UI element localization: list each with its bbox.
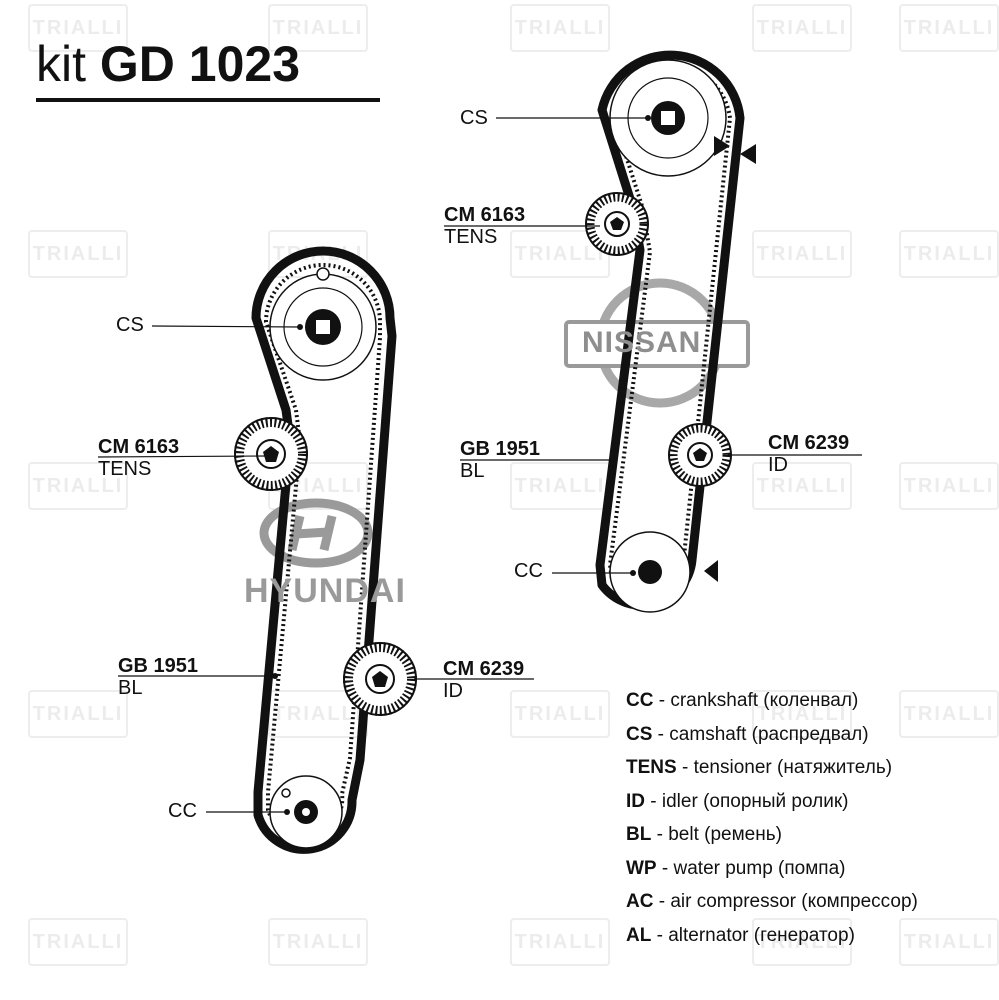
- trialli-watermark: TRIALLI: [28, 462, 128, 510]
- right-idler-pulley: [668, 423, 732, 487]
- right-idler-kind: ID: [768, 454, 788, 476]
- right-crankshaft-pulley: [609, 531, 691, 613]
- trialli-watermark: TRIALLI: [268, 4, 368, 52]
- kit-title-prefix: kit: [36, 36, 86, 92]
- trialli-watermark: TRIALLI: [28, 918, 128, 966]
- trialli-watermark: TRIALLI: [510, 4, 610, 52]
- legend-abbr: AC: [626, 891, 654, 912]
- trialli-watermark: TRIALLI: [752, 690, 852, 738]
- trialli-watermark: TRIALLI: [899, 690, 999, 738]
- trialli-watermark: TRIALLI: [28, 4, 128, 52]
- right-belt-code: GB 1951: [460, 438, 541, 460]
- trialli-watermark: TRIALLI: [752, 918, 852, 966]
- legend-abbr: AL: [626, 924, 652, 946]
- hyundai-wordmark: HYUNDAI: [244, 572, 406, 610]
- left-camshaft-pulley: [269, 267, 377, 381]
- right-tensioner-code: CM 6163: [444, 204, 526, 226]
- trialli-watermark: TRIALLI: [268, 918, 368, 966]
- right-belt-label: GB 1951 BL: [460, 438, 540, 482]
- left-cs-label: CS: [116, 314, 144, 336]
- legend-text: camshaft (распредвал): [669, 723, 869, 745]
- legend-item: AC - air compressor (компрессор): [626, 891, 918, 912]
- legend-text: idler (опорный ролик): [661, 790, 849, 812]
- trialli-watermark: TRIALLI: [510, 690, 610, 738]
- kit-title-code: GD 1023: [99, 36, 301, 92]
- left-timing-belt: [251, 246, 397, 854]
- right-tensioner-label: CM 6163 TENS: [444, 204, 525, 248]
- trialli-watermark: TRIALLI: [899, 918, 999, 966]
- right-leader-lines: [444, 117, 862, 574]
- legend-item: BL - belt (ремень): [626, 824, 782, 845]
- trialli-watermark: TRIALLI: [28, 230, 128, 278]
- trialli-watermark: TRIALLI: [28, 690, 128, 738]
- legend-item: WP - water pump (помпа): [626, 857, 846, 879]
- legend-item: CC - crankshaft (коленвал): [626, 690, 859, 711]
- trialli-watermark: TRIALLI: [899, 230, 999, 278]
- legend-text: alternator (генератор): [668, 924, 855, 946]
- right-belt-kind: BL: [460, 460, 485, 482]
- abbreviation-legend: CC - crankshaft (коленвал) CS - camshaft…: [626, 690, 918, 958]
- kit-title: kit GD 1023: [36, 34, 300, 94]
- legend-abbr: CC: [626, 690, 654, 711]
- left-cc-label: CC: [168, 800, 197, 822]
- right-camshaft-pulley: [609, 59, 727, 177]
- left-leader-lines: [97, 325, 534, 813]
- right-cs-label: CS: [460, 107, 488, 129]
- legend-item: AL - alternator (генератор): [626, 924, 855, 946]
- legend-item: TENS - tensioner (натяжитель): [626, 757, 893, 778]
- legend-abbr: CS: [626, 723, 653, 745]
- left-tensioner-label: CM 6163 TENS: [98, 436, 179, 480]
- right-cc-label: CC: [514, 560, 543, 582]
- legend-text: air compressor (компрессор): [670, 891, 918, 912]
- legend-text: water pump (помпа): [673, 857, 846, 879]
- legend-abbr: TENS: [626, 757, 677, 778]
- left-idler-code: CM 6239: [443, 658, 525, 680]
- trialli-watermark: TRIALLI: [899, 462, 999, 510]
- legend-abbr: WP: [626, 857, 657, 879]
- left-idler-label: CM 6239 ID: [443, 658, 524, 702]
- legend-abbr: ID: [626, 790, 645, 812]
- legend-item: ID - idler (опорный ролик): [626, 790, 849, 812]
- left-idler-pulley: [343, 642, 417, 716]
- right-tensioner-pulley: [585, 192, 649, 256]
- trialli-watermark: TRIALLI: [899, 4, 999, 52]
- nissan-wordmark: NISSAN: [582, 326, 702, 359]
- title-underline: [36, 98, 380, 102]
- left-belt-code: GB 1951: [118, 655, 199, 677]
- legend-item: CS - camshaft (распредвал): [626, 723, 869, 745]
- trialli-watermark: TRIALLI: [752, 462, 852, 510]
- left-crankshaft-pulley: [269, 775, 343, 849]
- left-tensioner-code: CM 6163: [98, 436, 180, 458]
- legend-text: belt (ремень): [668, 824, 782, 845]
- left-idler-kind: ID: [443, 680, 463, 702]
- left-tensioner-kind: TENS: [98, 458, 152, 480]
- legend-text: tensioner (натяжитель): [693, 757, 893, 778]
- left-tensioner-pulley: [234, 417, 308, 491]
- trialli-watermark: TRIALLI: [752, 4, 852, 52]
- right-tensioner-kind: TENS: [444, 226, 498, 248]
- trialli-watermark: TRIALLI: [752, 230, 852, 278]
- right-idler-label: CM 6239 ID: [768, 432, 849, 476]
- right-idler-code: CM 6239: [768, 432, 850, 454]
- legend-text: crankshaft (коленвал): [670, 690, 859, 711]
- left-belt-label: GB 1951 BL: [118, 655, 198, 699]
- trialli-watermark: TRIALLI: [510, 918, 610, 966]
- left-belt-kind: BL: [118, 677, 143, 699]
- legend-abbr: BL: [626, 824, 652, 845]
